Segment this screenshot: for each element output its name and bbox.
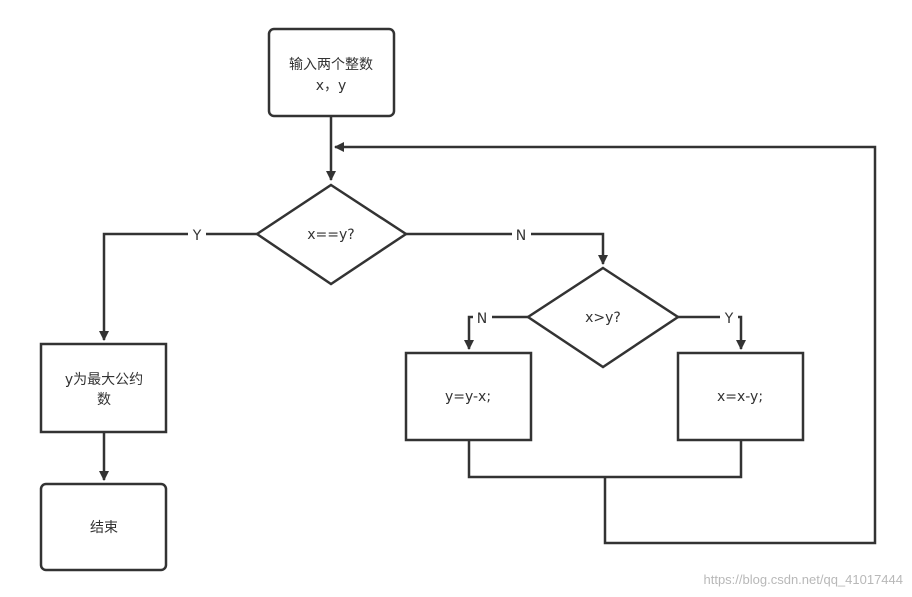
edge-label-greater-yes: Y [724, 311, 734, 327]
sub-x-node [676, 351, 805, 442]
check-equal-label: x==y? [307, 227, 354, 243]
watermark-text: https://blog.csdn.net/qq_41017444 [704, 572, 904, 587]
end-node [39, 482, 168, 572]
edge-merge [467, 440, 743, 479]
edge-equal-yes [99, 232, 257, 341]
end-label: 结束 [90, 520, 118, 536]
check-equal-node [254, 183, 409, 286]
edge-greater-no [464, 315, 528, 350]
label-bg-greater-yes [720, 309, 738, 326]
input-node [267, 27, 396, 118]
result-label-line1: y为最大公约 [65, 372, 143, 388]
edge-label-equal-no: N [516, 228, 526, 244]
input-label-line2: x，y [316, 78, 347, 94]
edge-label-greater-no: N [477, 311, 487, 327]
sub-x-label: x=x-y; [717, 389, 763, 405]
sub-y-node [404, 351, 533, 442]
connectors [99, 116, 877, 545]
label-bg-equal-no [512, 226, 531, 243]
edge-equal-no [406, 232, 608, 265]
result-label-line2: 数 [97, 392, 111, 408]
edge-label-equal-yes: Y [192, 228, 202, 244]
label-bg-greater-no [473, 309, 492, 326]
edge-greater-yes [678, 315, 746, 350]
sub-y-label: y=y-x; [445, 389, 491, 405]
check-greater-node [525, 266, 681, 369]
check-greater-label: x>y? [585, 310, 621, 326]
edge-loop-back [334, 142, 877, 545]
result-node [39, 342, 168, 434]
label-bg-equal-yes [188, 226, 206, 243]
input-label-line1: 输入两个整数 [289, 57, 373, 73]
